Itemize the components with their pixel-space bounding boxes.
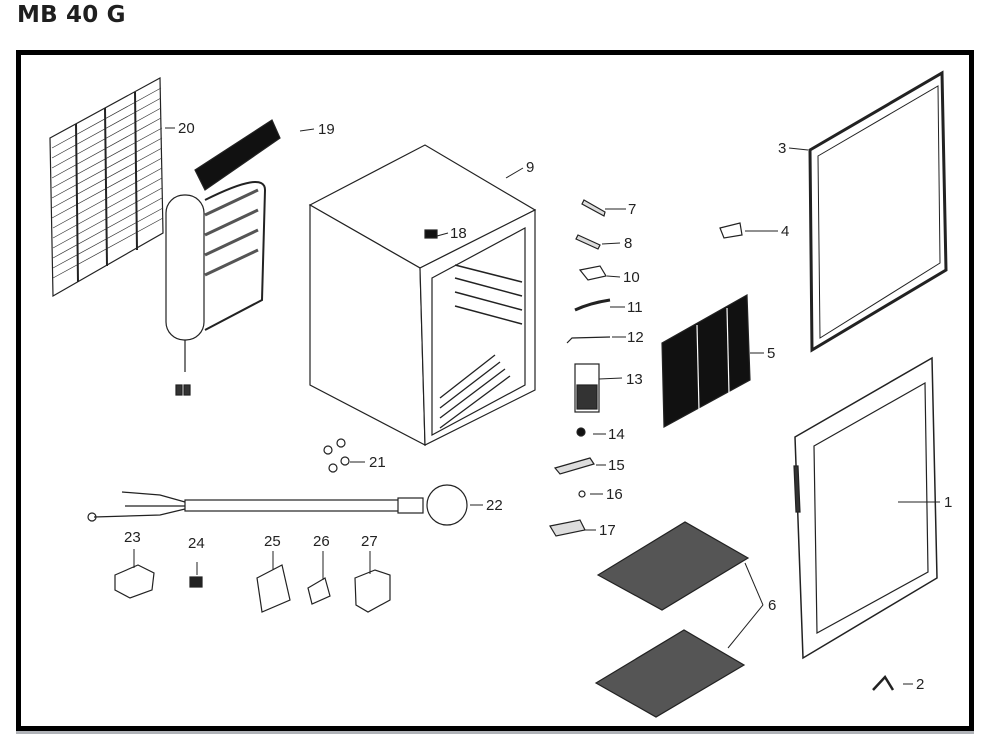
clip-part	[872, 674, 895, 691]
callout-10: 10	[623, 269, 640, 286]
callout-6: 6	[768, 597, 776, 614]
callout-12: 12	[627, 329, 644, 346]
callout-25: 25	[264, 533, 281, 550]
callout-2: 2	[916, 676, 924, 693]
door-gasket-part	[808, 70, 948, 353]
small-parts	[549, 199, 743, 537]
callout-9: 9	[526, 159, 534, 176]
callout-1: 1	[944, 494, 952, 511]
page-title: MB 40 G	[17, 2, 126, 28]
callout-24: 24	[188, 535, 205, 552]
shelves-part	[594, 521, 750, 718]
leader-lines	[133, 127, 940, 685]
callout-4: 4	[781, 223, 789, 240]
frame-underline	[16, 731, 974, 734]
callout-7: 7	[628, 201, 636, 218]
callout-13: 13	[626, 371, 643, 388]
condenser-grille-part	[49, 76, 164, 298]
callout-20: 20	[178, 120, 195, 137]
back-panel-part	[661, 293, 751, 428]
glass-door-part	[793, 356, 938, 660]
callout-19: 19	[318, 121, 335, 138]
callout-23: 23	[124, 529, 141, 546]
callout-17: 17	[599, 522, 616, 539]
callout-3: 3	[778, 140, 786, 157]
callout-26: 26	[313, 533, 330, 550]
feet-part	[323, 438, 350, 473]
cabinet-part	[308, 144, 537, 447]
callout-8: 8	[624, 235, 632, 252]
callout-21: 21	[369, 454, 386, 471]
callout-5: 5	[767, 345, 775, 362]
callout-labels: 20 19 9 18 3 4 7 8 10 11 12 13 14 15 16 …	[124, 120, 952, 693]
callout-16: 16	[606, 486, 623, 503]
callout-18: 18	[450, 225, 467, 242]
callout-15: 15	[608, 457, 625, 474]
power-cord-part	[87, 484, 468, 526]
electrical-parts	[114, 564, 391, 613]
callout-27: 27	[361, 533, 378, 550]
callout-22: 22	[486, 497, 503, 514]
callout-14: 14	[608, 426, 625, 443]
callout-11: 11	[627, 299, 643, 316]
evaporator-part	[165, 119, 281, 396]
